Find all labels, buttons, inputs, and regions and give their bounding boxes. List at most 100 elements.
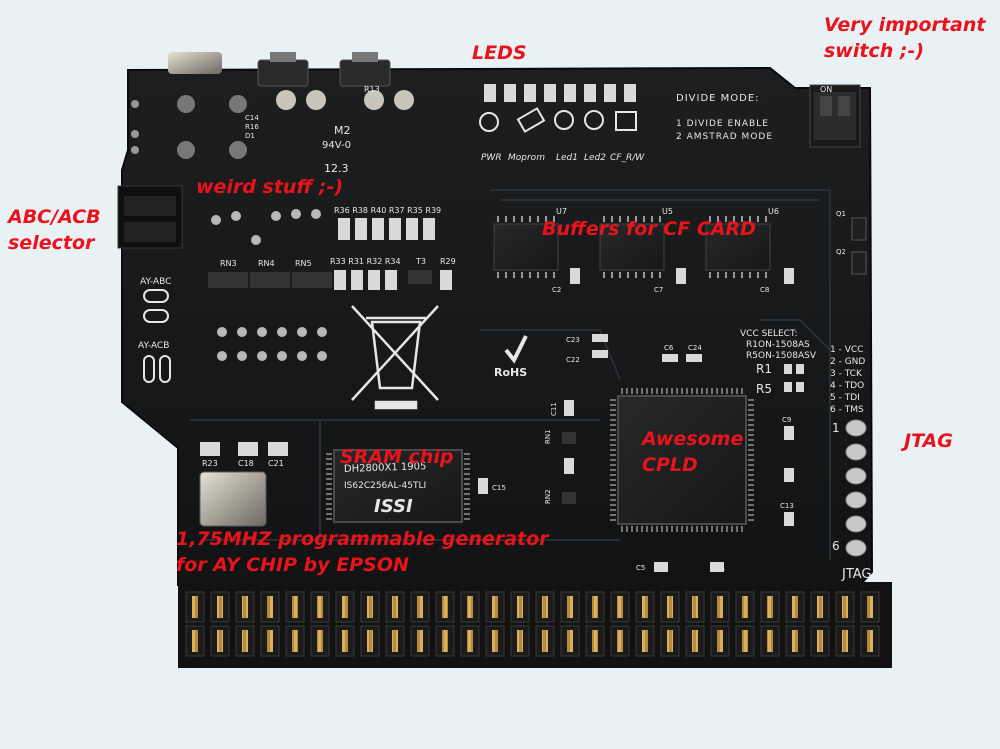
annotation-generator-line2: for AY CHIP by EPSON — [176, 554, 409, 576]
annotation-switch-line2: switch ;-) — [824, 40, 925, 62]
edge-connector — [178, 582, 892, 668]
silk-divide-mode: DIVIDE MODE: — [676, 93, 760, 104]
silk-rn4: RN4 — [258, 259, 275, 268]
annotation-generator-line1: 1,75MHZ programmable generator — [176, 528, 549, 550]
silk-sram-marking2: IS62C256AL-45TLI — [344, 481, 426, 491]
abc-selector-header — [117, 185, 183, 249]
weee-icon — [351, 305, 439, 410]
silk-jtag-pin-6: 6 - TMS — [830, 405, 864, 415]
silk-rating: 94V-0 — [322, 140, 351, 151]
silk-r5on: R5ON-1508ASV — [746, 351, 817, 361]
silk-c9: C9 — [782, 416, 791, 424]
silk-jtag-pin-2: 2 - GND — [830, 357, 865, 367]
silk-q1: Q1 — [836, 210, 846, 218]
cf-buffer-chip-u5 — [599, 216, 665, 278]
silk-jtag-pin-5: 5 - TDI — [830, 393, 860, 403]
silk-c23: C23 — [566, 336, 580, 344]
silk-jtag-pin-1: 1 - VCC — [830, 345, 863, 355]
silk-resistor-row1: R36 R38 R40 R37 R35 R39 — [334, 206, 441, 215]
through-holes — [211, 209, 327, 361]
silk-rohs: RoHS — [494, 366, 527, 379]
silk-ay-acb: AY-ACB — [138, 341, 169, 351]
silk-c6: C6 — [664, 344, 674, 352]
cpld-side-parts — [562, 400, 794, 572]
led-label-pwr: PWR — [481, 153, 502, 163]
ay-abc-jumper — [143, 289, 169, 323]
silk-r13: R13 — [364, 85, 380, 94]
silk-r1on: R1ON-1508AS — [746, 340, 810, 350]
silk-issi: ISSI — [374, 496, 413, 517]
led-label-moprom: Moprom — [508, 153, 545, 163]
silk-r5: R5 — [756, 382, 772, 396]
silk-c7: C7 — [654, 286, 663, 294]
led-label-led1: Led1 — [556, 153, 578, 163]
dip-switch — [809, 84, 861, 148]
rohs-icon — [504, 335, 528, 364]
silk-c13: C13 — [780, 502, 794, 510]
silk-c8: C8 — [760, 286, 769, 294]
resistor-row-1 — [338, 218, 435, 240]
annotation-weird-stuff: weird stuff ;-) — [196, 176, 344, 198]
top-connectors — [131, 52, 414, 159]
led-label-led2: Led2 — [584, 153, 606, 163]
silk-mode1: 1 DIVIDE ENABLE — [676, 119, 769, 129]
silk-c15: C15 — [492, 484, 506, 492]
silk-u6: U6 — [768, 207, 779, 216]
led-label-cfrw: CF_R/W — [610, 153, 645, 163]
silk-r29: R29 — [440, 257, 456, 266]
traces — [190, 189, 831, 560]
silk-c5: C5 — [636, 564, 645, 572]
silk-u7: U7 — [556, 207, 567, 216]
silk-c18: C18 — [238, 459, 254, 468]
annotation-cpld-line2: CPLD — [642, 454, 698, 476]
silk-c11: C11 — [550, 402, 558, 416]
silk-c22: C22 — [566, 356, 580, 364]
silk-r16: R16 — [245, 123, 259, 131]
annotation-jtag: JTAG — [904, 430, 953, 452]
silk-m2: M2 — [334, 124, 351, 137]
silk-rn2: RN2 — [544, 489, 552, 504]
silk-c21: C21 — [268, 459, 284, 468]
silk-sram-marking1: DH2800X1 1905 — [344, 461, 427, 475]
led-icons — [479, 107, 637, 133]
silk-rn5: RN5 — [295, 259, 312, 268]
jtag-header-pins — [845, 419, 867, 557]
annotation-buffers: Buffers for CF CARD — [542, 218, 756, 240]
silk-c24: C24 — [688, 344, 702, 352]
cf-buffer-chip-u7 — [493, 216, 559, 278]
annotation-abc-line2: selector — [8, 232, 95, 254]
silk-c14: C14 — [245, 114, 259, 122]
annotation-sram: SRAM chip — [340, 446, 454, 468]
cf-buffer-chip-u6 — [705, 216, 771, 278]
silk-d1: D1 — [245, 132, 255, 140]
silk-on: ON — [820, 85, 832, 94]
cpld-chip — [610, 388, 754, 532]
resistor-row-2 — [334, 270, 452, 290]
silk-jtag-pin-4: 4 - TDO — [830, 381, 864, 391]
silk-pin1: 1 — [832, 421, 840, 435]
annotation-cpld-line1: Awesome — [642, 428, 744, 450]
silk-jtag-pin-3: 3 - TCK — [830, 369, 863, 379]
vcc-select-pads — [784, 364, 804, 392]
silk-c1: C1 — [716, 564, 725, 572]
generator-parts — [199, 442, 288, 527]
silk-rn1: RN1 — [544, 429, 552, 444]
silk-c2: C2 — [552, 286, 561, 294]
silk-u5: U5 — [662, 207, 673, 216]
silk-r1: R1 — [756, 362, 772, 376]
silk-t3: T3 — [415, 257, 426, 266]
resistor-networks — [208, 272, 332, 288]
silk-version: 12.3 — [324, 162, 349, 175]
silk-rn3: RN3 — [220, 259, 237, 268]
annotation-switch-line1: Very important — [824, 14, 986, 36]
silk-ay-abc: AY-ABC — [140, 277, 171, 287]
silk-resistor-row2: R33 R31 R32 R34 — [330, 257, 401, 266]
silk-pin6: 6 — [832, 539, 840, 553]
led-row — [484, 84, 636, 102]
annotation-abc-line1: ABC/ACB — [8, 206, 101, 228]
silk-r23: R23 — [202, 459, 218, 468]
silk-mode2: 2 AMSTRAD MODE — [676, 132, 773, 142]
silk-jtag-label: JTAG — [841, 567, 872, 582]
annotation-leds: LEDS — [472, 42, 527, 64]
